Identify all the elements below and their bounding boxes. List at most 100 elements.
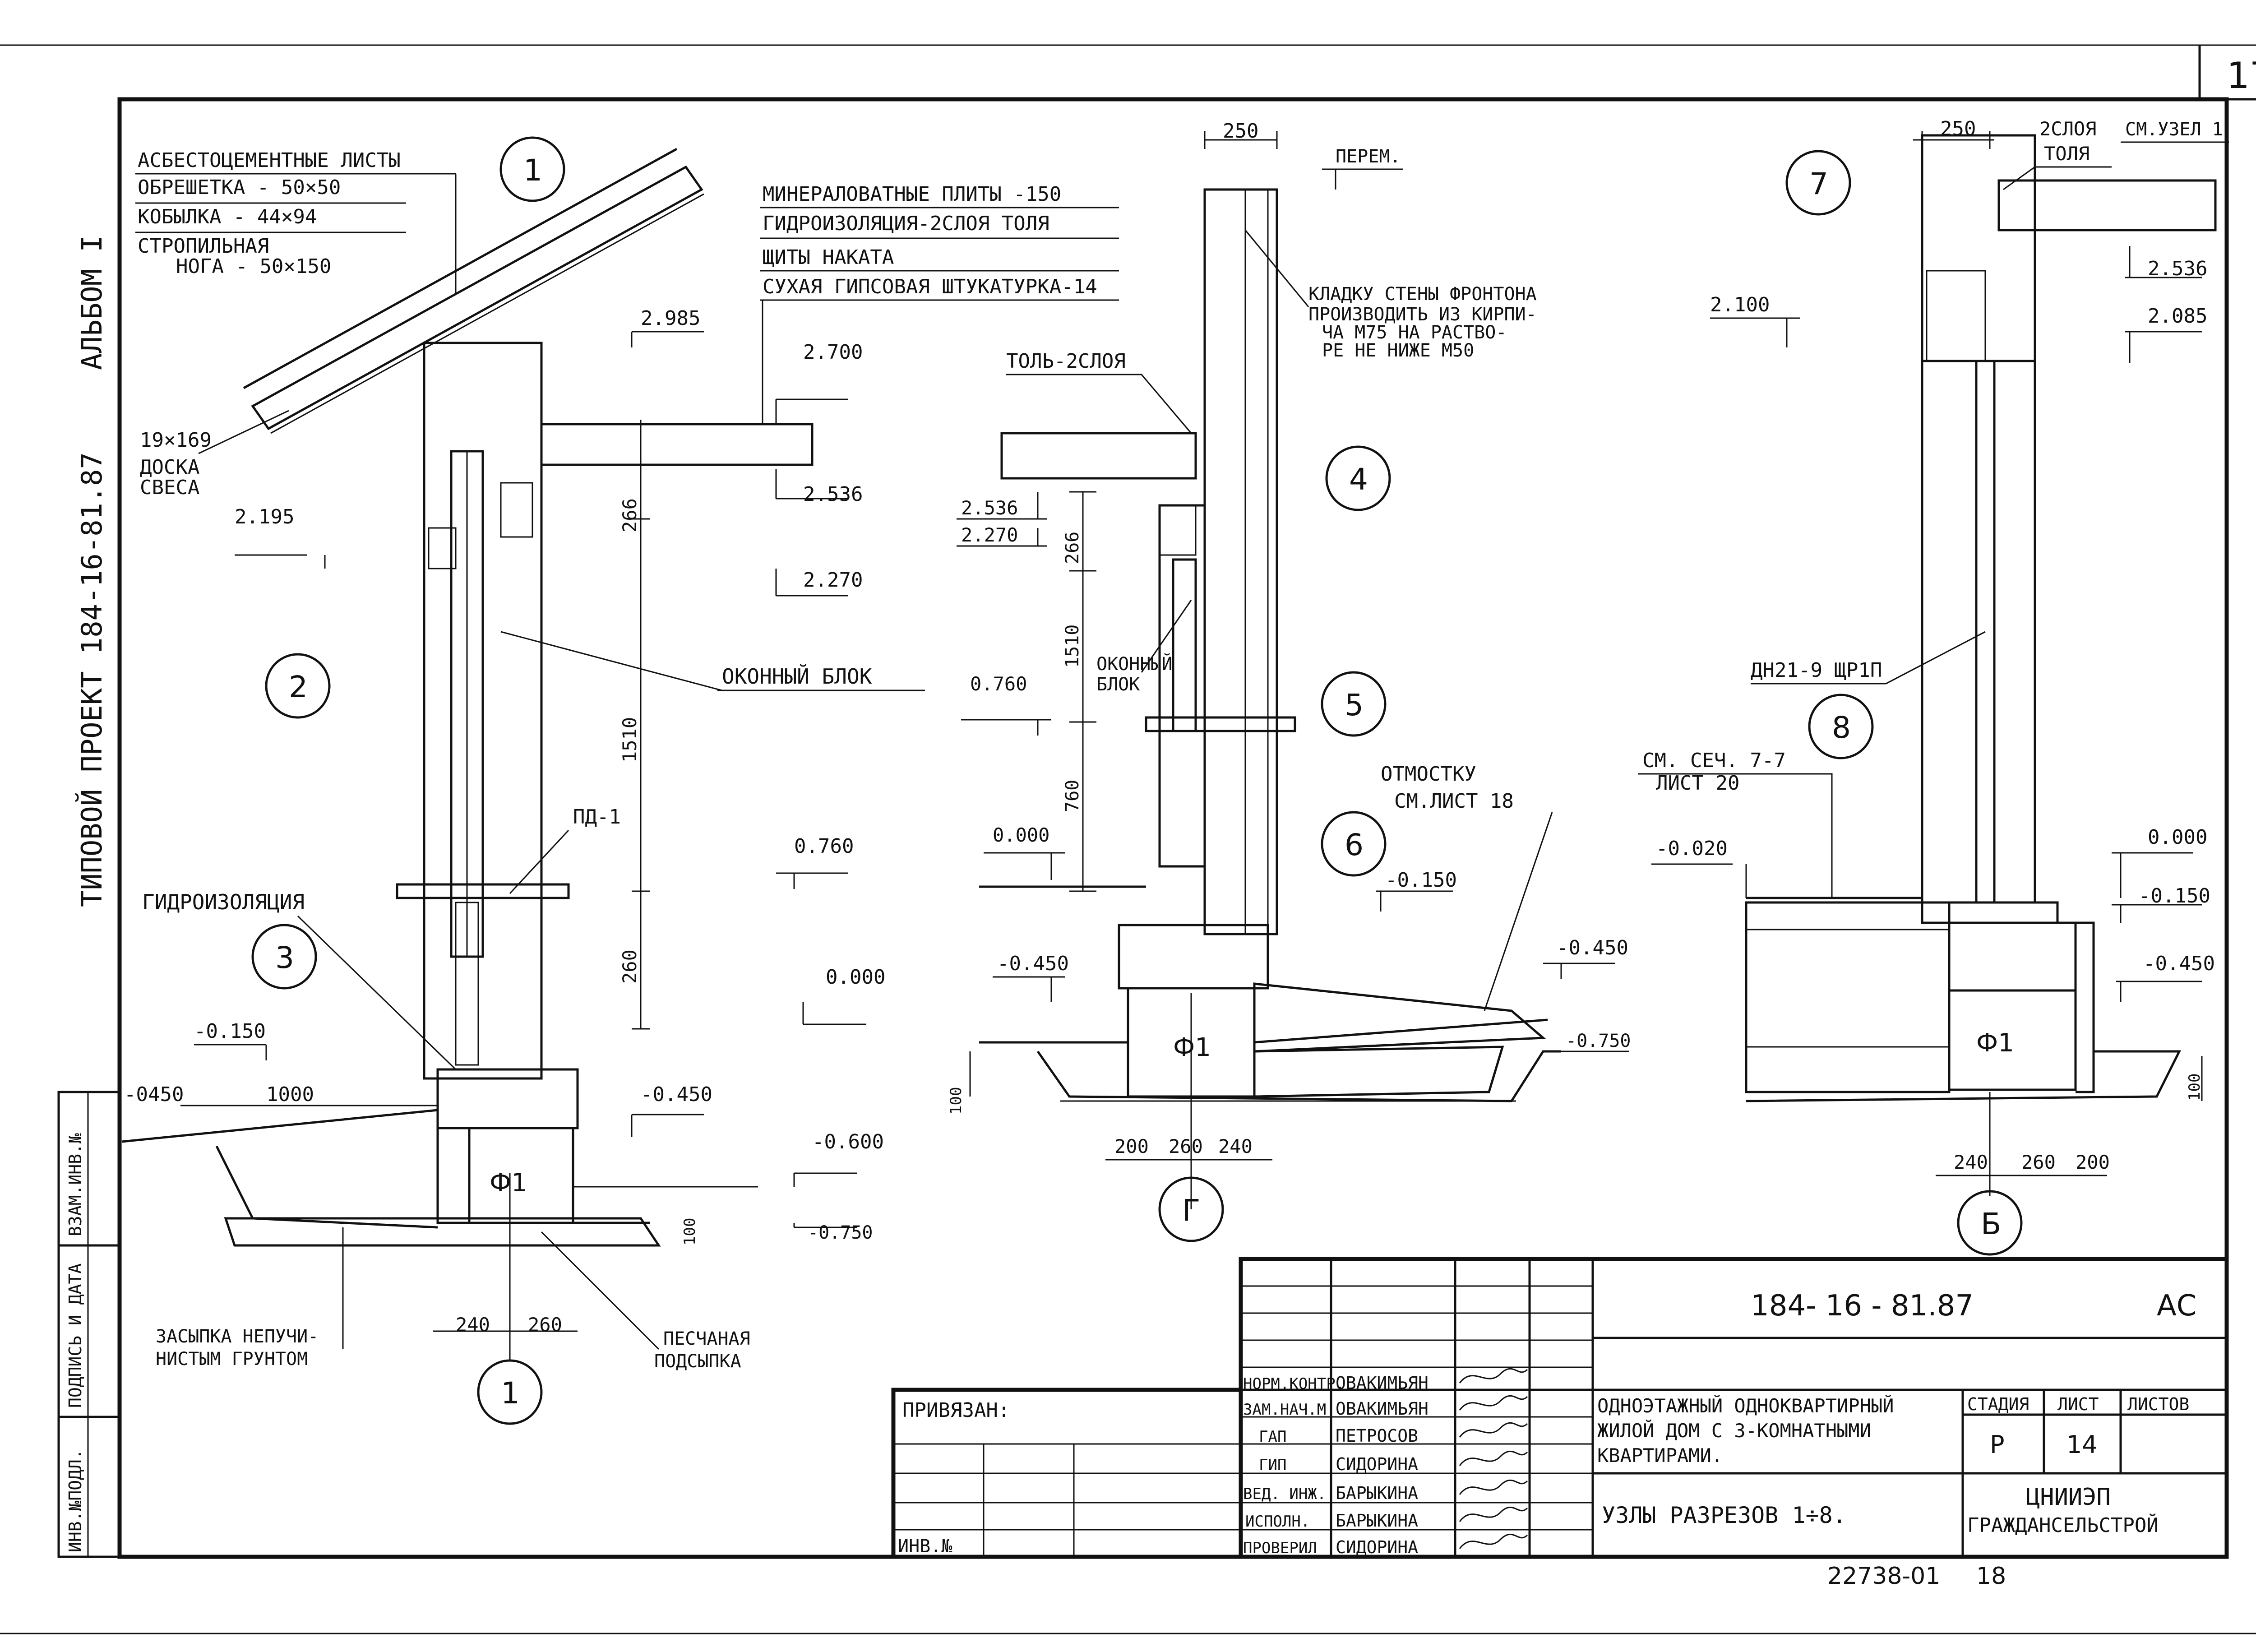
sheet-label: ЛИСТ [2057, 1394, 2099, 1414]
callout-1-label: 1 [523, 153, 542, 188]
ceiling-layer-2: ГИДРОИЗОЛЯЦИЯ-2СЛОЯ ТОЛЯ [763, 212, 1049, 235]
board-label-2: СВЕСА [140, 476, 199, 499]
inv-label: ИНВ.№ [898, 1536, 952, 1557]
role-3: ГАП [1259, 1428, 1286, 1446]
node7-top-dim: 250 [1940, 117, 1976, 140]
callout-4 [1325, 445, 1391, 511]
n4-level-2536: 2.536 [961, 497, 1018, 519]
foundation-4-label: Ф1 [1173, 1033, 1211, 1062]
sheet-number: 17 [2227, 55, 2256, 97]
n7-level-m0150: -0.150 [2139, 884, 2210, 907]
callout-2 [265, 653, 331, 719]
n7-dim-200: 200 [2076, 1151, 2110, 1173]
window-leader [500, 631, 722, 691]
section-label-2: ЛИСТ 20 [1656, 772, 1739, 795]
album-label: АЛЬБОМ I [75, 235, 108, 370]
axis-b-marker [1957, 1190, 2023, 1256]
n7-dim-240: 240 [1954, 1151, 1988, 1173]
doc-mark: АС [2157, 1289, 2196, 1323]
lintel-leader [509, 829, 569, 894]
dim-1510: 1510 [619, 717, 641, 763]
title-block-grid [891, 1257, 2229, 1559]
perem-label: ПЕРЕМ. [1336, 146, 1401, 167]
callout-2-label: 2 [289, 670, 308, 704]
level-0000: 0.000 [826, 966, 885, 989]
door-leader [1751, 631, 1986, 685]
backfill-label-2: НИСТЫМ ГРУНТОМ [156, 1349, 308, 1370]
callout-8 [1808, 694, 1874, 759]
node-4-level-marks [957, 491, 1629, 1161]
n7-level-m0450: -0.450 [2143, 952, 2215, 975]
footer-code: 22738-01 [1827, 1563, 1940, 1590]
callout-1 [499, 136, 565, 202]
level-2536: 2.536 [803, 483, 863, 506]
callout-3 [251, 924, 317, 990]
perem-mark [1322, 168, 1403, 190]
signatures [1459, 1368, 1528, 1549]
roof-layer-1: АСБЕСТОЦЕМЕНТНЫЕ ЛИСТЫ [138, 149, 401, 172]
backfill-label-1: ЗАСЫПКА НЕПУЧИ- [156, 1326, 319, 1347]
tol-label: ТОЛЬ-2СЛОЯ [1006, 350, 1126, 373]
callout-6-label: 6 [1345, 828, 1364, 862]
org-name-2: ГРАЖДАНСЕЛЬСТРОЙ [1967, 1513, 2159, 1537]
level-0760: 0.760 [794, 835, 854, 858]
org-name-1: ЦНИИЭП [2026, 1484, 2111, 1511]
node7-see: СМ.УЗЕЛ 1 [2125, 119, 2223, 140]
section-leader [1638, 773, 1833, 898]
window-label: ОКОННЫЙ БЛОК [722, 664, 872, 689]
level-2985: 2.985 [641, 307, 700, 330]
level-2700: 2.700 [803, 341, 863, 364]
callout-5 [1321, 671, 1387, 737]
sheet-title: УЗЛЫ РАЗРЕЗОВ 1÷8. [1602, 1502, 1846, 1528]
ceiling-layer-underlines [760, 207, 1119, 424]
n7-dim-260: 260 [2021, 1151, 2056, 1173]
n4-dim-760: 760 [1062, 780, 1083, 812]
stamp-inv: ИНВ.№ПОДЛ. [65, 1449, 85, 1552]
n4-dim-100: 100 [947, 1087, 965, 1115]
board-size: 19×169 [140, 429, 212, 452]
sand-leader [541, 1231, 660, 1350]
role-7: ПРОВЕРИЛ [1243, 1539, 1317, 1557]
role-1: НОРМ.КОНТР. [1243, 1375, 1345, 1393]
n4-dim-200: 200 [1114, 1135, 1149, 1157]
board-label-1: ДОСКА [140, 456, 199, 479]
gable-note-3: ЧА М75 НА РАСТВО- [1322, 322, 1507, 343]
project-label: ТИПОВОЙ ПРОЕКТ 184-16-81.87 [75, 452, 108, 907]
n4-level-0000: 0.000 [993, 824, 1049, 846]
axis-1-marker [477, 1173, 543, 1425]
node-1-drawing [121, 148, 814, 1247]
name-7: СИДОРИНА [1336, 1537, 1418, 1557]
name-6: БАРЫКИНА [1336, 1511, 1418, 1531]
foundation-7-label: Ф1 [1976, 1028, 2014, 1058]
n4-level-m0750: -0.750 [1566, 1031, 1631, 1051]
stamp-vzam: ВЗАМ.ИНВ.№ [65, 1133, 85, 1236]
dim-1000: 1000 [266, 1083, 314, 1106]
level-m0150: -0.150 [194, 1020, 266, 1043]
axis-g-label: Г [1182, 1193, 1200, 1228]
roof-layer-4: СТРОПИЛЬНАЯ [138, 235, 269, 258]
name-2: ОВАКИМЬЯН [1336, 1399, 1428, 1419]
node-4-drawing [979, 188, 1561, 1209]
level-2195: 2.195 [235, 505, 294, 528]
node4-window-label-1: ОКОННЫЙ [1096, 653, 1173, 675]
roof-layer-3: КОБЫЛКА - 44×94 [138, 205, 317, 228]
tol-leader [1006, 374, 1192, 434]
ceiling-layer-1: МИНЕРАЛОВАТНЫЕ ПЛИТЫ -150 [763, 183, 1061, 206]
privyazan-label: ПРИВЯЗАН: [902, 1399, 1010, 1422]
node7-layers-1: 2СЛОЯ [2039, 118, 2096, 140]
sheet-value: 14 [2066, 1430, 2098, 1459]
level-m0750: -0.750 [808, 1222, 873, 1243]
dim-100: 100 [681, 1218, 699, 1245]
n4-level-2270: 2.270 [961, 524, 1018, 546]
axis-g-marker [1158, 1176, 1224, 1242]
sheets-label: ЛИСТОВ [2127, 1394, 2189, 1414]
n7-level-2085: 2.085 [2148, 305, 2207, 328]
lintel-label: ПД-1 [573, 805, 621, 828]
n7-level-m0020: -0.020 [1656, 837, 1728, 860]
dim-240: 240 [456, 1314, 490, 1336]
n4-dim-266: 266 [1062, 532, 1083, 564]
callout-4-label: 4 [1349, 462, 1368, 497]
n4-dim-240: 240 [1218, 1135, 1253, 1157]
axis-b-label: Б [1981, 1207, 2001, 1241]
roof-layer-underlines [135, 173, 457, 293]
